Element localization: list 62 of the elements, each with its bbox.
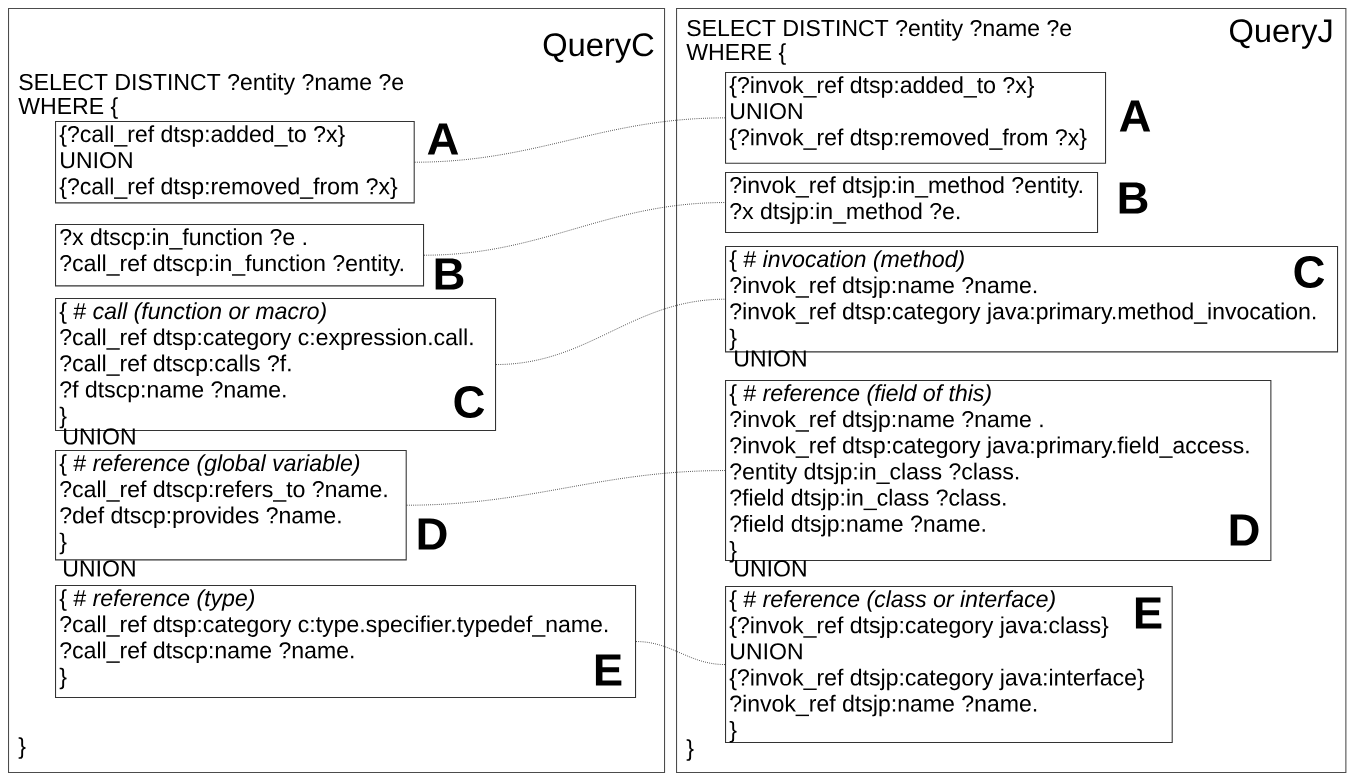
node-label: ?invok_ref dtsjp:name ?name . (730, 410, 1043, 432)
node-label: { # reference (global variable) (59, 454, 360, 476)
node-label: { # reference (field of this) (729, 384, 991, 406)
node-label: ?field dtsjp:name ?name. (730, 514, 985, 537)
node-label: ?invok_ref dtsp:category java:primary.field_access. (730, 436, 1249, 459)
union-keyword: UNION (735, 350, 806, 367)
query-box: {?call_ref dtsp:added_to ?x} UNION {?call_ref dtsp:removed_from ?x} (55, 121, 415, 204)
section-letter: A (1119, 100, 1151, 132)
panel-title: QueryJ (1230, 19, 1332, 49)
query-text: } (686, 739, 694, 761)
node-label: {?invok_ref dtsjp:category java:interface} (729, 668, 1145, 691)
node-label: UNION (731, 643, 802, 660)
union-keyword: UNION (735, 560, 806, 577)
section-letter: A (427, 123, 459, 155)
node-label: ?invok_ref dtsp:category java:primary.method_invocation. (730, 302, 1316, 325)
node-label: { # reference (class or interface) (729, 590, 1055, 612)
section-letter: D (418, 518, 447, 550)
connector-line (423, 202, 726, 256)
query-box: ?x dtscp:in_function ?e . ?call_ref dtscp:in_function ?entity. (55, 224, 425, 287)
node-label: ?call_ref dtsp:category c:type.specifier.typedef_name. (60, 615, 608, 637)
connector-line (406, 470, 726, 506)
node-label: { # invocation (method) (729, 250, 964, 272)
node-label: } (59, 406, 67, 429)
section-letter: E (595, 654, 622, 686)
query-text: WHERE { (686, 43, 786, 65)
node-label: ?call_ref dtscp:refers_to ?name. (60, 480, 387, 502)
node-label: } (729, 720, 737, 743)
query-text: } (18, 737, 26, 759)
connector-line (414, 117, 726, 163)
section-letter: B (435, 258, 464, 290)
node-label: { # reference (type) (59, 589, 255, 611)
node-label: ?call_ref dtscp:calls ?f. (60, 354, 291, 377)
query-text: WHERE { (18, 97, 118, 119)
node-label: } (59, 532, 67, 555)
section-letter: C (1294, 255, 1325, 289)
connector-line (495, 298, 726, 365)
node-label: { # call (function or macro) (59, 302, 326, 324)
node-label: ?entity dtsjp:in_class ?class. (730, 462, 1019, 485)
connector-line (635, 641, 726, 665)
node-label: ?field dtsjp:in_class ?class. (730, 488, 1006, 511)
section-letter: E (1135, 597, 1162, 629)
query-box: ?invok_ref dtsjp:in_method ?entity. ?x dtsjp:in_method ?e. (725, 172, 1099, 234)
union-keyword: UNION (64, 560, 135, 577)
node-label: } (59, 667, 67, 690)
node-label: {?invok_ref dtsjp:category java:class} (729, 616, 1109, 638)
node-label: ?call_ref dtscp:name ?name. (60, 641, 354, 664)
query-text: SELECT DISTINCT ?entity ?name ?e (687, 19, 1072, 41)
section-letter: B (1119, 182, 1148, 214)
section-letter: C (454, 385, 485, 419)
node-label: ?invok_ref dtsjp:name ?name. (730, 694, 1037, 717)
query-text: SELECT DISTINCT ?entity ?name ?e (19, 73, 404, 95)
node-label: ?f dtscp:name ?name. (60, 380, 286, 403)
node-label: } (729, 541, 737, 563)
section-letter: D (1230, 514, 1259, 546)
node-label: ?invok_ref dtsjp:name ?name. (730, 276, 1037, 298)
node-label: ?call_ref dtsp:category c:expression.call. (60, 328, 473, 350)
node-label: ?def dtscp:provides ?name. (60, 506, 341, 529)
query-box: {?invok_ref dtsp:added_to ?x} UNION {?invok_ref dtsp:removed_from ?x} (725, 72, 1107, 164)
union-keyword: UNION (64, 428, 135, 445)
node-label: } (729, 328, 737, 351)
panel-title: QueryC (543, 33, 654, 63)
query-box: { # reference (global variable) ?call_ref dtscp:refers_to ?name. ?def dtscp:provides ?name. } (55, 450, 407, 561)
